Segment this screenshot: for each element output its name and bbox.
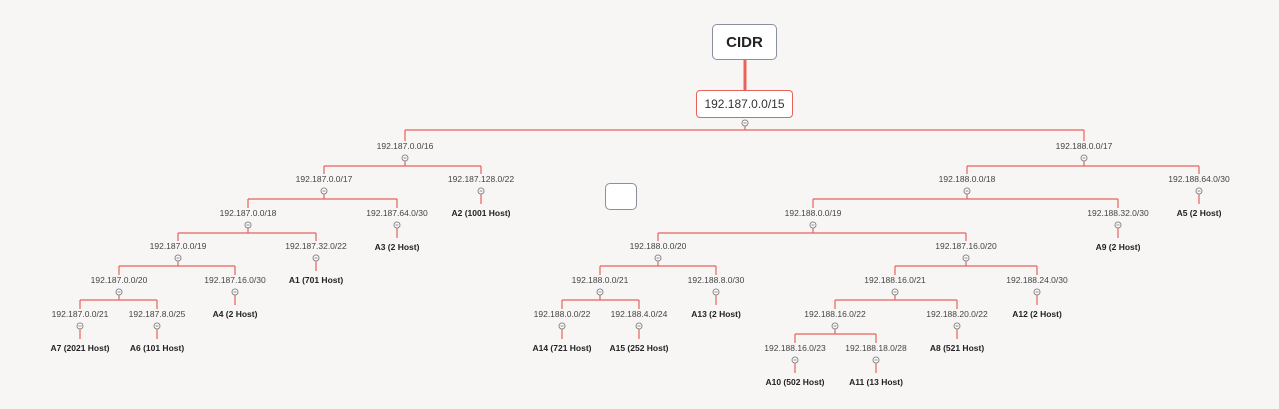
empty-node-box[interactable] — [605, 183, 637, 210]
network-node-label[interactable]: 192.188.0.0/18 — [938, 174, 996, 184]
network-node-label[interactable]: 192.188.16.0/21 — [864, 275, 926, 285]
collapse-toggle-icon[interactable] — [153, 322, 161, 330]
network-node-label[interactable]: 192.188.0.0/20 — [629, 241, 687, 251]
network-node-label[interactable]: 192.188.18.0/28 — [845, 343, 907, 353]
network-node-label[interactable]: 192.187.0.0/20 — [90, 275, 148, 285]
collapse-toggle-icon[interactable] — [231, 288, 239, 296]
network-node-label[interactable]: 192.187.64.0/30 — [366, 208, 428, 218]
network-node-label[interactable]: 192.188.4.0/24 — [610, 309, 668, 319]
network-node-label[interactable]: 192.187.0.0/19 — [149, 241, 207, 251]
host-allocation-label: A14 (721 Host) — [532, 343, 592, 353]
host-allocation-label: A13 (2 Host) — [691, 309, 741, 319]
collapse-toggle-icon[interactable] — [741, 119, 749, 127]
collapse-toggle-icon[interactable] — [654, 254, 662, 262]
collapse-toggle-icon[interactable] — [76, 322, 84, 330]
network-node-label[interactable]: 192.187.128.0/22 — [447, 174, 515, 184]
host-allocation-label: A7 (2021 Host) — [50, 343, 110, 353]
collapse-toggle-icon[interactable] — [115, 288, 123, 296]
host-allocation-label: A5 (2 Host) — [1176, 208, 1222, 218]
collapse-toggle-icon[interactable] — [174, 254, 182, 262]
host-allocation-label: A15 (252 Host) — [609, 343, 669, 353]
collapse-toggle-icon[interactable] — [320, 187, 328, 195]
collapse-toggle-icon[interactable] — [791, 356, 799, 364]
network-node-label[interactable]: 192.188.16.0/22 — [804, 309, 866, 319]
host-allocation-label: A3 (2 Host) — [374, 242, 420, 252]
host-allocation-label: A1 (701 Host) — [288, 275, 344, 285]
network-node-label[interactable]: 192.188.32.0/30 — [1087, 208, 1149, 218]
collapse-toggle-icon[interactable] — [1195, 187, 1203, 195]
collapse-toggle-icon[interactable] — [596, 288, 604, 296]
host-allocation-label: A2 (1001 Host) — [451, 208, 511, 218]
network-node-label[interactable]: 192.188.0.0/21 — [571, 275, 629, 285]
network-node-label[interactable]: 192.187.32.0/22 — [285, 241, 347, 251]
collapse-toggle-icon[interactable] — [953, 322, 961, 330]
network-node-label[interactable]: 192.188.20.0/22 — [926, 309, 988, 319]
network-node-label[interactable]: 192.188.64.0/30 — [1168, 174, 1230, 184]
network-node-label[interactable]: 192.187.0.0/21 — [51, 309, 109, 319]
host-allocation-label: A9 (2 Host) — [1095, 242, 1141, 252]
top-network-node[interactable]: 192.187.0.0/15 — [696, 90, 793, 118]
collapse-toggle-icon[interactable] — [244, 221, 252, 229]
network-node-label[interactable]: 192.187.0.0/18 — [219, 208, 277, 218]
network-node-label[interactable]: 192.188.24.0/30 — [1006, 275, 1068, 285]
collapse-toggle-icon[interactable] — [1033, 288, 1041, 296]
network-node-label[interactable]: 192.187.8.0/25 — [128, 309, 186, 319]
collapse-toggle-icon[interactable] — [962, 254, 970, 262]
network-node-label[interactable]: 192.187.16.0/20 — [935, 241, 997, 251]
host-allocation-label: A11 (13 Host) — [849, 377, 903, 387]
host-allocation-label: A4 (2 Host) — [212, 309, 258, 319]
collapse-toggle-icon[interactable] — [401, 154, 409, 162]
network-node-label[interactable]: 192.187.0.0/17 — [295, 174, 353, 184]
collapse-toggle-icon[interactable] — [831, 322, 839, 330]
collapse-toggle-icon[interactable] — [1114, 221, 1122, 229]
network-node-label[interactable]: 192.188.0.0/17 — [1055, 141, 1113, 151]
host-allocation-label: A6 (101 Host) — [129, 343, 185, 353]
collapse-toggle-icon[interactable] — [1080, 154, 1088, 162]
collapse-toggle-icon[interactable] — [312, 254, 320, 262]
network-node-label[interactable]: 192.188.8.0/30 — [687, 275, 745, 285]
network-node-label[interactable]: 192.188.0.0/19 — [784, 208, 842, 218]
network-node-label[interactable]: 192.188.16.0/23 — [764, 343, 826, 353]
host-allocation-label: A10 (502 Host) — [765, 377, 825, 387]
root-node-cidr[interactable]: CIDR — [712, 24, 777, 60]
collapse-toggle-icon[interactable] — [393, 221, 401, 229]
collapse-toggle-icon[interactable] — [477, 187, 485, 195]
network-node-label[interactable]: 192.187.0.0/16 — [376, 141, 434, 151]
host-allocation-label: A12 (2 Host) — [1012, 309, 1062, 319]
collapse-toggle-icon[interactable] — [635, 322, 643, 330]
collapse-toggle-icon[interactable] — [891, 288, 899, 296]
collapse-toggle-icon[interactable] — [963, 187, 971, 195]
network-node-label[interactable]: 192.188.0.0/22 — [533, 309, 591, 319]
collapse-toggle-icon[interactable] — [872, 356, 880, 364]
host-allocation-label: A8 (521 Host) — [929, 343, 985, 353]
network-node-label[interactable]: 192.187.16.0/30 — [204, 275, 266, 285]
collapse-toggle-icon[interactable] — [712, 288, 720, 296]
collapse-toggle-icon[interactable] — [809, 221, 817, 229]
collapse-toggle-icon[interactable] — [558, 322, 566, 330]
